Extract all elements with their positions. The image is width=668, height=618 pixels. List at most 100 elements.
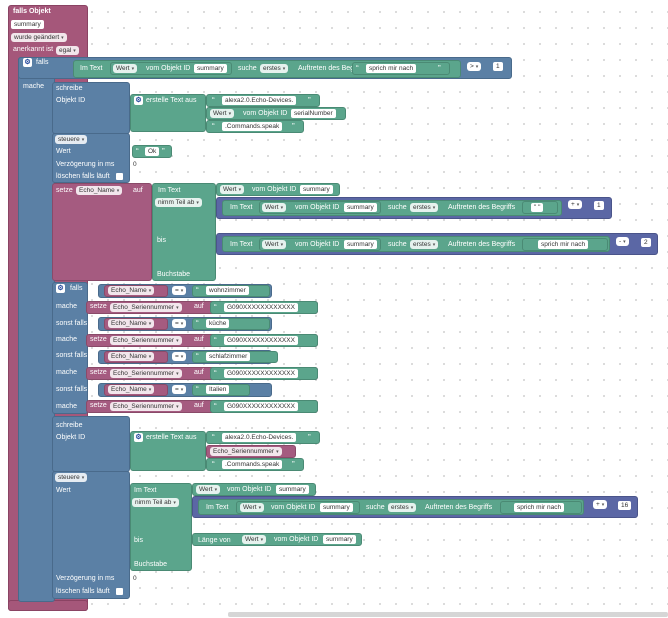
room-text-field[interactable]: küche [206, 319, 230, 328]
serial-text-field[interactable]: G090XXXXXXXXXXXX [224, 303, 298, 312]
serial-text-field[interactable]: G090XXXXXXXXXXXX [224, 336, 298, 345]
set-label: setze [90, 303, 107, 310]
if-block-main[interactable] [18, 57, 55, 602]
length-block[interactable] [192, 533, 362, 546]
quote-icon: “ [214, 402, 217, 411]
variable-dropdown[interactable]: Echo_Seriennummer▾ [110, 369, 182, 378]
object-id-field[interactable]: serialNumber [291, 109, 336, 118]
object-id-field[interactable]: summary [320, 503, 353, 512]
text-field[interactable]: alexa2.0.Echo-Devices. [222, 96, 297, 105]
nimm-teil-dropdown[interactable]: nimm Teil ab▾ [155, 198, 202, 207]
erstes-dropdown[interactable]: erstes▾ [410, 203, 439, 212]
variable-dropdown[interactable]: Echo_Seriennummer▾ [110, 303, 182, 312]
variable-dropdown[interactable]: Echo_Seriennummer▾ [110, 402, 182, 411]
variable-dropdown[interactable]: Echo_Name▾ [108, 286, 155, 295]
plus-dropdown[interactable]: +▾ [568, 200, 583, 209]
variable-dropdown[interactable]: Echo_Seriennummer▾ [210, 447, 282, 456]
wert-dropdown[interactable]: Wert▾ [240, 503, 265, 512]
serial-text-field[interactable]: G090XXXXXXXXXXXX [224, 402, 298, 411]
room-text-field[interactable]: schlafzimmer [206, 352, 251, 361]
steuere-dropdown[interactable]: steuere▾ [55, 135, 88, 144]
equals-dropdown[interactable]: =▾ [172, 286, 187, 295]
elseif-label: sonst falls [56, 320, 88, 327]
wert-dropdown[interactable]: Wert▾ [113, 64, 138, 73]
quote-icon: “ [196, 286, 199, 295]
ack-dropdown[interactable]: egal▾ [56, 46, 79, 55]
wert-dropdown[interactable]: Wert▾ [262, 203, 287, 212]
object-id-field[interactable]: summary [194, 64, 227, 73]
auftreten-label: Auftreten des Begriffs [298, 65, 366, 72]
set-variable-block[interactable] [52, 183, 152, 281]
gear-icon[interactable]: ⚙ [134, 433, 143, 442]
number-field[interactable]: 16 [618, 501, 632, 510]
clear-running-checkbox[interactable] [116, 588, 123, 595]
equals-dropdown[interactable]: =▾ [172, 319, 187, 328]
quote-icon: “ [212, 122, 215, 131]
text-field[interactable]: sprich mir nach [514, 503, 565, 512]
write-block[interactable] [52, 82, 130, 134]
wert-dropdown[interactable]: Wert▾ [210, 109, 235, 118]
set-label: setze [90, 402, 107, 409]
text-block[interactable] [192, 318, 270, 330]
delay-field[interactable]: 0 [130, 160, 140, 169]
gear-icon[interactable]: ⚙ [56, 284, 65, 293]
number-field[interactable]: 1 [594, 201, 604, 210]
do-label: mache [56, 303, 78, 310]
number-field[interactable]: 2 [641, 238, 651, 247]
object-id-field[interactable]: summary [276, 485, 309, 494]
text-field[interactable]: sprich mir nach [538, 240, 589, 249]
object-id-field[interactable]: summary [344, 203, 377, 212]
gear-icon[interactable]: ⚙ [134, 96, 143, 105]
text-field[interactable]: alexa2.0.Echo-Devices. [222, 433, 297, 442]
erstes-dropdown[interactable]: erstes▾ [410, 240, 439, 249]
text-field[interactable]: Ok [145, 147, 160, 156]
plus-dropdown[interactable]: +▾ [593, 500, 608, 509]
wert-dropdown[interactable]: Wert▾ [242, 535, 267, 544]
object-id-field[interactable]: summary [300, 185, 333, 194]
text-field[interactable]: " " [531, 203, 544, 212]
delay-field[interactable]: 0 [130, 574, 140, 583]
text-field[interactable]: .Commands.speak [222, 122, 283, 131]
room-text-field[interactable]: Italien [206, 385, 230, 394]
create-text-block[interactable] [130, 431, 206, 471]
nimm-teil-dropdown[interactable]: nimm Teil ab▾ [132, 498, 179, 507]
wert-dropdown[interactable]: Wert▾ [262, 240, 287, 249]
im-text-label: Im Text [206, 504, 229, 511]
trigger-event-dropdown[interactable]: wurde geändert▾ [11, 33, 67, 42]
serial-text-field[interactable]: G090XXXXXXXXXXXX [224, 369, 298, 378]
wert-dropdown[interactable]: Wert▾ [220, 185, 245, 194]
minus-dropdown[interactable]: -▾ [616, 237, 629, 246]
steuere-dropdown[interactable]: steuere▾ [55, 473, 88, 482]
equals-dropdown[interactable]: =▾ [172, 385, 187, 394]
do-label: mache [23, 83, 45, 90]
control-block[interactable] [52, 471, 130, 599]
variable-dropdown[interactable]: Echo_Seriennummer▾ [110, 336, 182, 345]
delay-label: Verzögerung in ms [56, 161, 115, 168]
clear-running-checkbox[interactable] [116, 173, 123, 180]
substring-block[interactable] [130, 483, 192, 571]
erstes-dropdown[interactable]: erstes▾ [388, 503, 417, 512]
compare-dropdown[interactable]: >▾ [467, 62, 482, 71]
trigger-object-field[interactable]: summary [11, 20, 44, 29]
erstes-dropdown[interactable]: erstes▾ [260, 64, 289, 73]
horizontal-scrollbar[interactable] [228, 612, 668, 617]
write-label: schreibe [56, 422, 83, 429]
text-field[interactable]: .Commands.speak [222, 460, 283, 469]
variable-dropdown[interactable]: Echo_Name▾ [108, 385, 155, 394]
to-label: auf [194, 303, 204, 310]
wert-dropdown[interactable]: Wert▾ [196, 485, 221, 494]
equals-dropdown[interactable]: =▾ [172, 352, 187, 361]
object-id-field[interactable]: summary [344, 240, 377, 249]
variable-dropdown[interactable]: Echo_Name▾ [76, 186, 123, 195]
if-elseif-block[interactable] [52, 282, 88, 414]
number-field[interactable]: 1 [493, 62, 503, 71]
search-text-field[interactable]: sprich mir nach [366, 64, 417, 73]
elseif-label: sonst falls [56, 386, 88, 393]
room-text-field[interactable]: wohnzimmer [206, 286, 249, 295]
variable-dropdown[interactable]: Echo_Name▾ [108, 319, 155, 328]
variable-dropdown[interactable]: Echo_Name▾ [108, 352, 155, 361]
gear-icon[interactable]: ⚙ [23, 58, 32, 67]
quote-icon: “ [212, 460, 215, 469]
bis-label: bis [157, 237, 166, 244]
object-id-field[interactable]: summary [323, 535, 356, 544]
